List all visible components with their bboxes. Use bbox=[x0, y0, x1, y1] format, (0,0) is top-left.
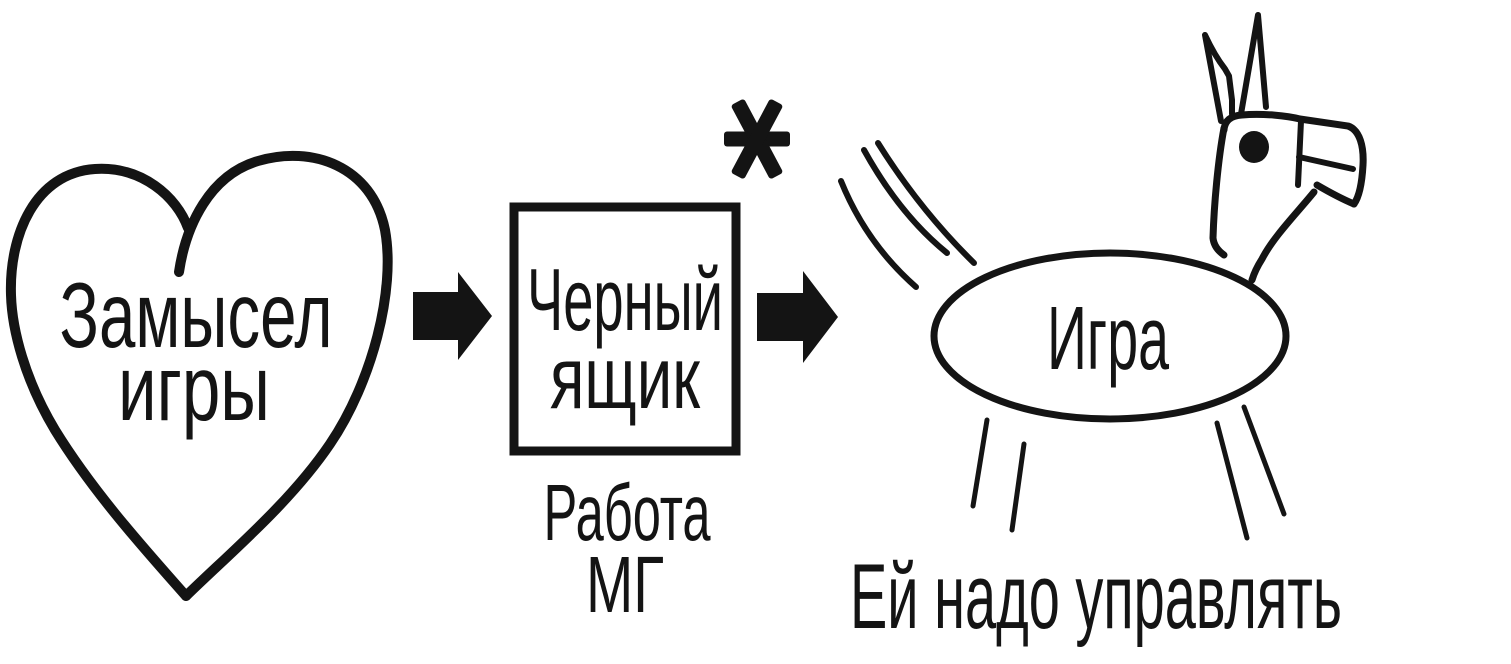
llama-neck-icon bbox=[1209, 124, 1318, 284]
black-box-label-line2: ящик bbox=[550, 328, 700, 427]
llama-eye-icon bbox=[1239, 131, 1269, 163]
black-box bbox=[509, 202, 741, 456]
game-body-ellipse bbox=[930, 249, 1290, 423]
right-arrow-icon bbox=[413, 272, 492, 360]
heart-outline-icon bbox=[5, 150, 393, 601]
heart-right-lobe bbox=[174, 150, 393, 601]
game-label: Игра bbox=[1047, 289, 1170, 389]
llama-tail-icon bbox=[838, 140, 977, 290]
llama-head-icon bbox=[1220, 110, 1367, 208]
right-arrow-icon bbox=[757, 271, 838, 363]
llama-icon: Игра bbox=[838, 12, 1367, 541]
bottom-caption: Ей надо управлять bbox=[850, 546, 1342, 648]
asterisk-icon bbox=[724, 99, 790, 179]
llama-left-ear-icon bbox=[1202, 32, 1235, 124]
black-box-label-line1: Черный bbox=[527, 250, 723, 349]
black-box-caption-line1: Работа bbox=[544, 468, 711, 557]
llama-legs-icon bbox=[970, 404, 1287, 541]
llama-right-ear-icon bbox=[1238, 12, 1269, 117]
heart-label-line1: Замысел bbox=[60, 263, 333, 367]
black-box-caption-line2: МГ bbox=[586, 540, 664, 629]
heart-label-line2: игры bbox=[118, 336, 270, 440]
heart-left-lobe bbox=[5, 163, 193, 601]
